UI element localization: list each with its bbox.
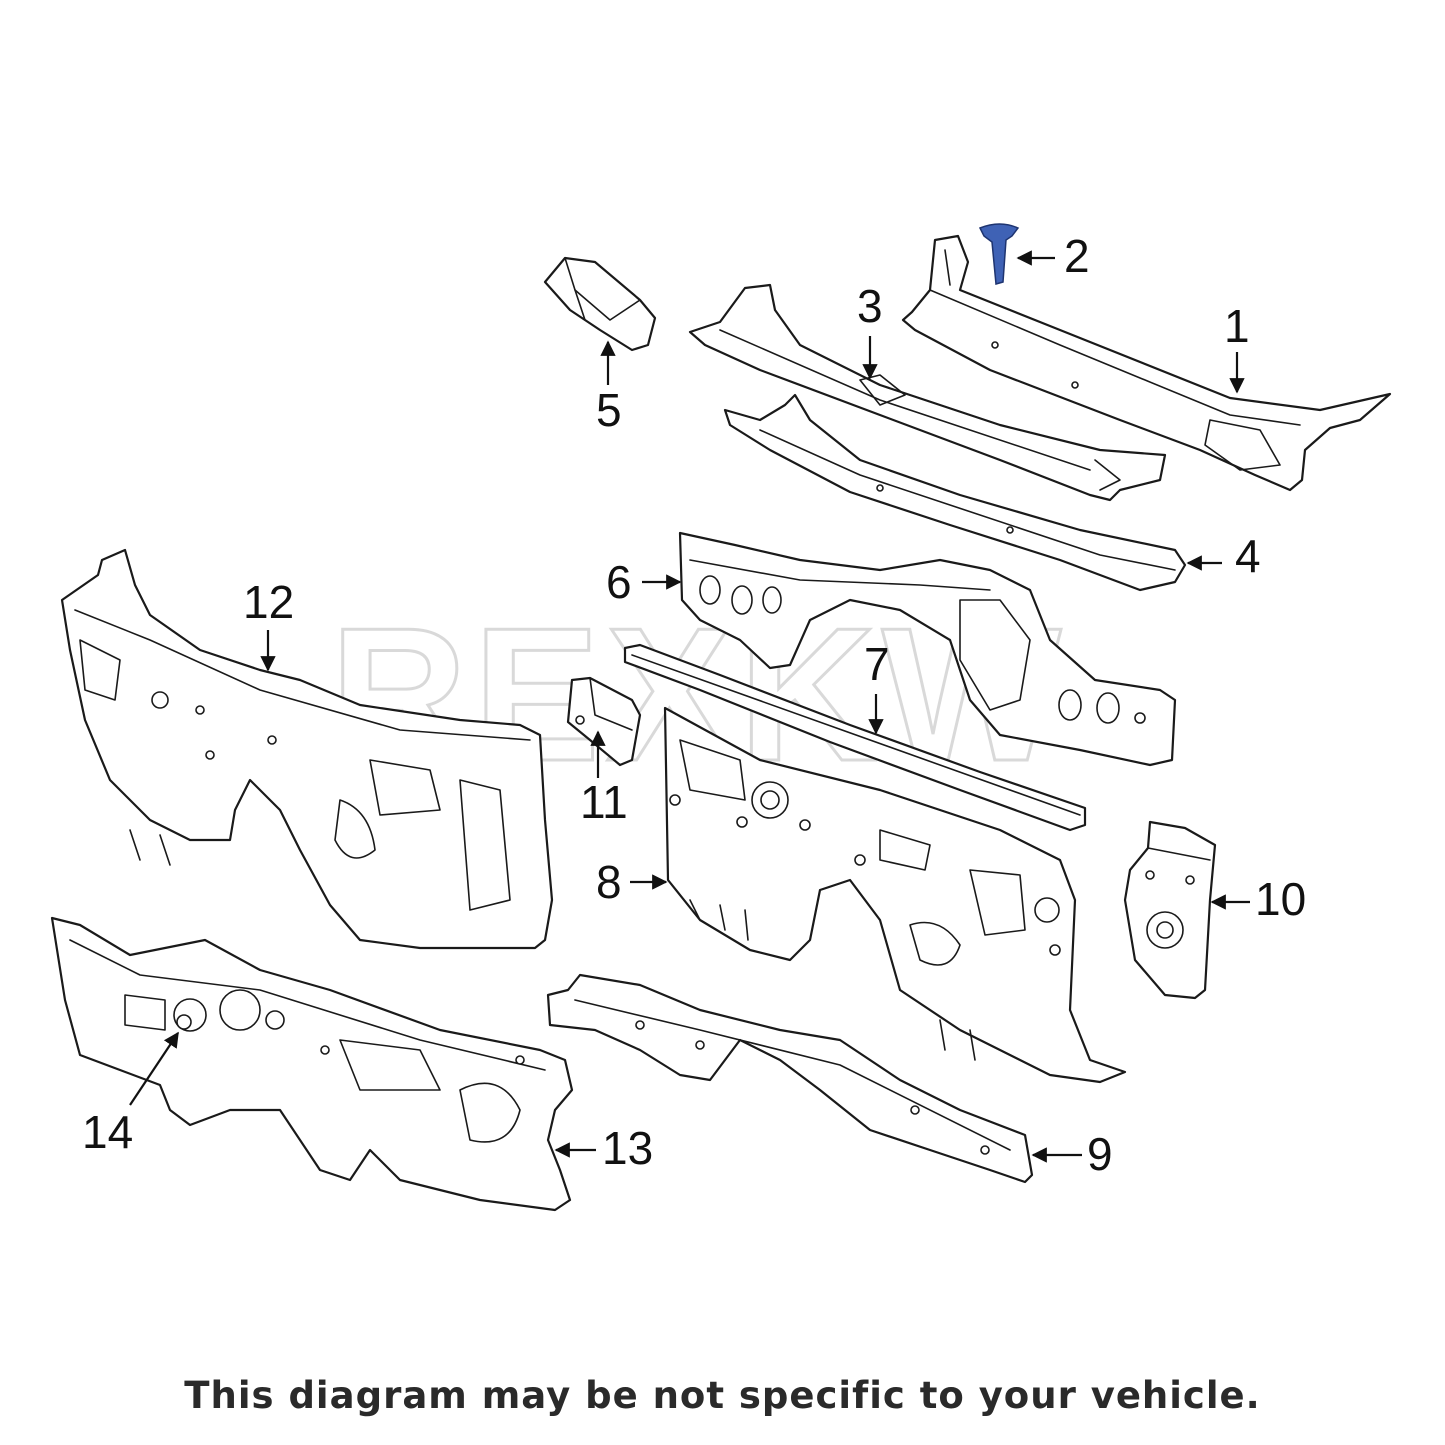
part-2-clip[interactable] <box>978 223 1020 285</box>
part-5-bracket[interactable] <box>543 256 657 352</box>
callout-14: 14 <box>82 1106 133 1158</box>
callout-13: 13 <box>602 1122 653 1174</box>
part-4-cowl-lower[interactable] <box>723 393 1187 592</box>
part-12-insulator-upper[interactable] <box>60 548 554 950</box>
part-6-upper-dash[interactable] <box>678 531 1177 767</box>
part-11-plate[interactable] <box>566 676 642 767</box>
leader-lines <box>129 250 1250 1163</box>
callout-9: 9 <box>1087 1128 1113 1180</box>
callout-7: 7 <box>864 638 890 690</box>
disclaimer-text: This diagram may be not specific to your… <box>184 1374 1261 1417</box>
part-7-crossbar[interactable] <box>623 643 1087 832</box>
callout-2: 2 <box>1064 230 1090 282</box>
part-13-insulator-lower[interactable] <box>50 916 574 1212</box>
callout-5: 5 <box>596 384 622 436</box>
callout-1: 1 <box>1224 300 1250 352</box>
part-14-grommet[interactable] <box>173 998 207 1032</box>
callout-11: 11 <box>580 776 628 828</box>
part-9-lower-member[interactable] <box>546 973 1034 1184</box>
callout-10: 10 <box>1255 873 1306 925</box>
clip-highlight <box>978 223 1020 285</box>
callout-4: 4 <box>1235 530 1261 582</box>
part-8-dash-panel[interactable] <box>663 706 1127 1084</box>
part-10-side-bracket[interactable] <box>1123 820 1217 1000</box>
callout-6: 6 <box>606 556 632 608</box>
part-1-cowl-panel[interactable] <box>901 234 1392 492</box>
callout-8: 8 <box>596 856 622 908</box>
callout-3: 3 <box>857 280 883 332</box>
callout-12: 12 <box>243 576 294 628</box>
part-3-cowl-inner[interactable] <box>688 283 1167 502</box>
